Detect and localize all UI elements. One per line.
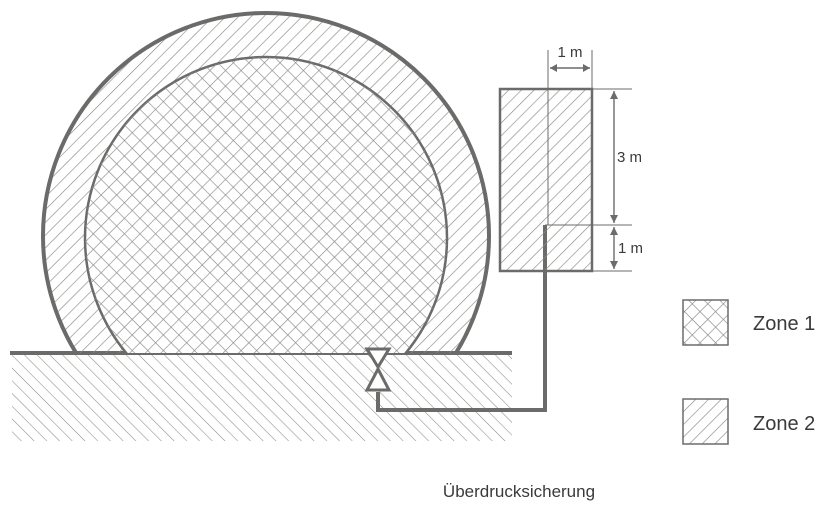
height-upper-dimension: 3 m xyxy=(592,88,642,223)
width-dimension: 1 m xyxy=(547,44,593,89)
legend-zone2-swatch xyxy=(682,398,729,445)
height-upper-label: 3 m xyxy=(617,149,642,166)
height-lower-dimension: 1 m xyxy=(592,224,643,272)
vent-zone2-box xyxy=(498,87,594,273)
legend-zone1-label: Zone 1 xyxy=(753,313,815,335)
legend: Zone 1 Zone 2 xyxy=(682,299,815,445)
height-lower-label: 1 m xyxy=(618,240,643,257)
valve-icon xyxy=(364,347,392,392)
caption: Überdrucksicherung xyxy=(443,482,595,501)
legend-zone2-label: Zone 2 xyxy=(753,413,815,435)
zone1-hatch xyxy=(85,57,447,353)
width-dimension-label: 1 m xyxy=(557,44,582,61)
legend-zone1-swatch xyxy=(682,299,729,346)
ground xyxy=(10,351,512,441)
ground-hatch xyxy=(12,353,512,441)
vent-pipe xyxy=(376,225,547,412)
